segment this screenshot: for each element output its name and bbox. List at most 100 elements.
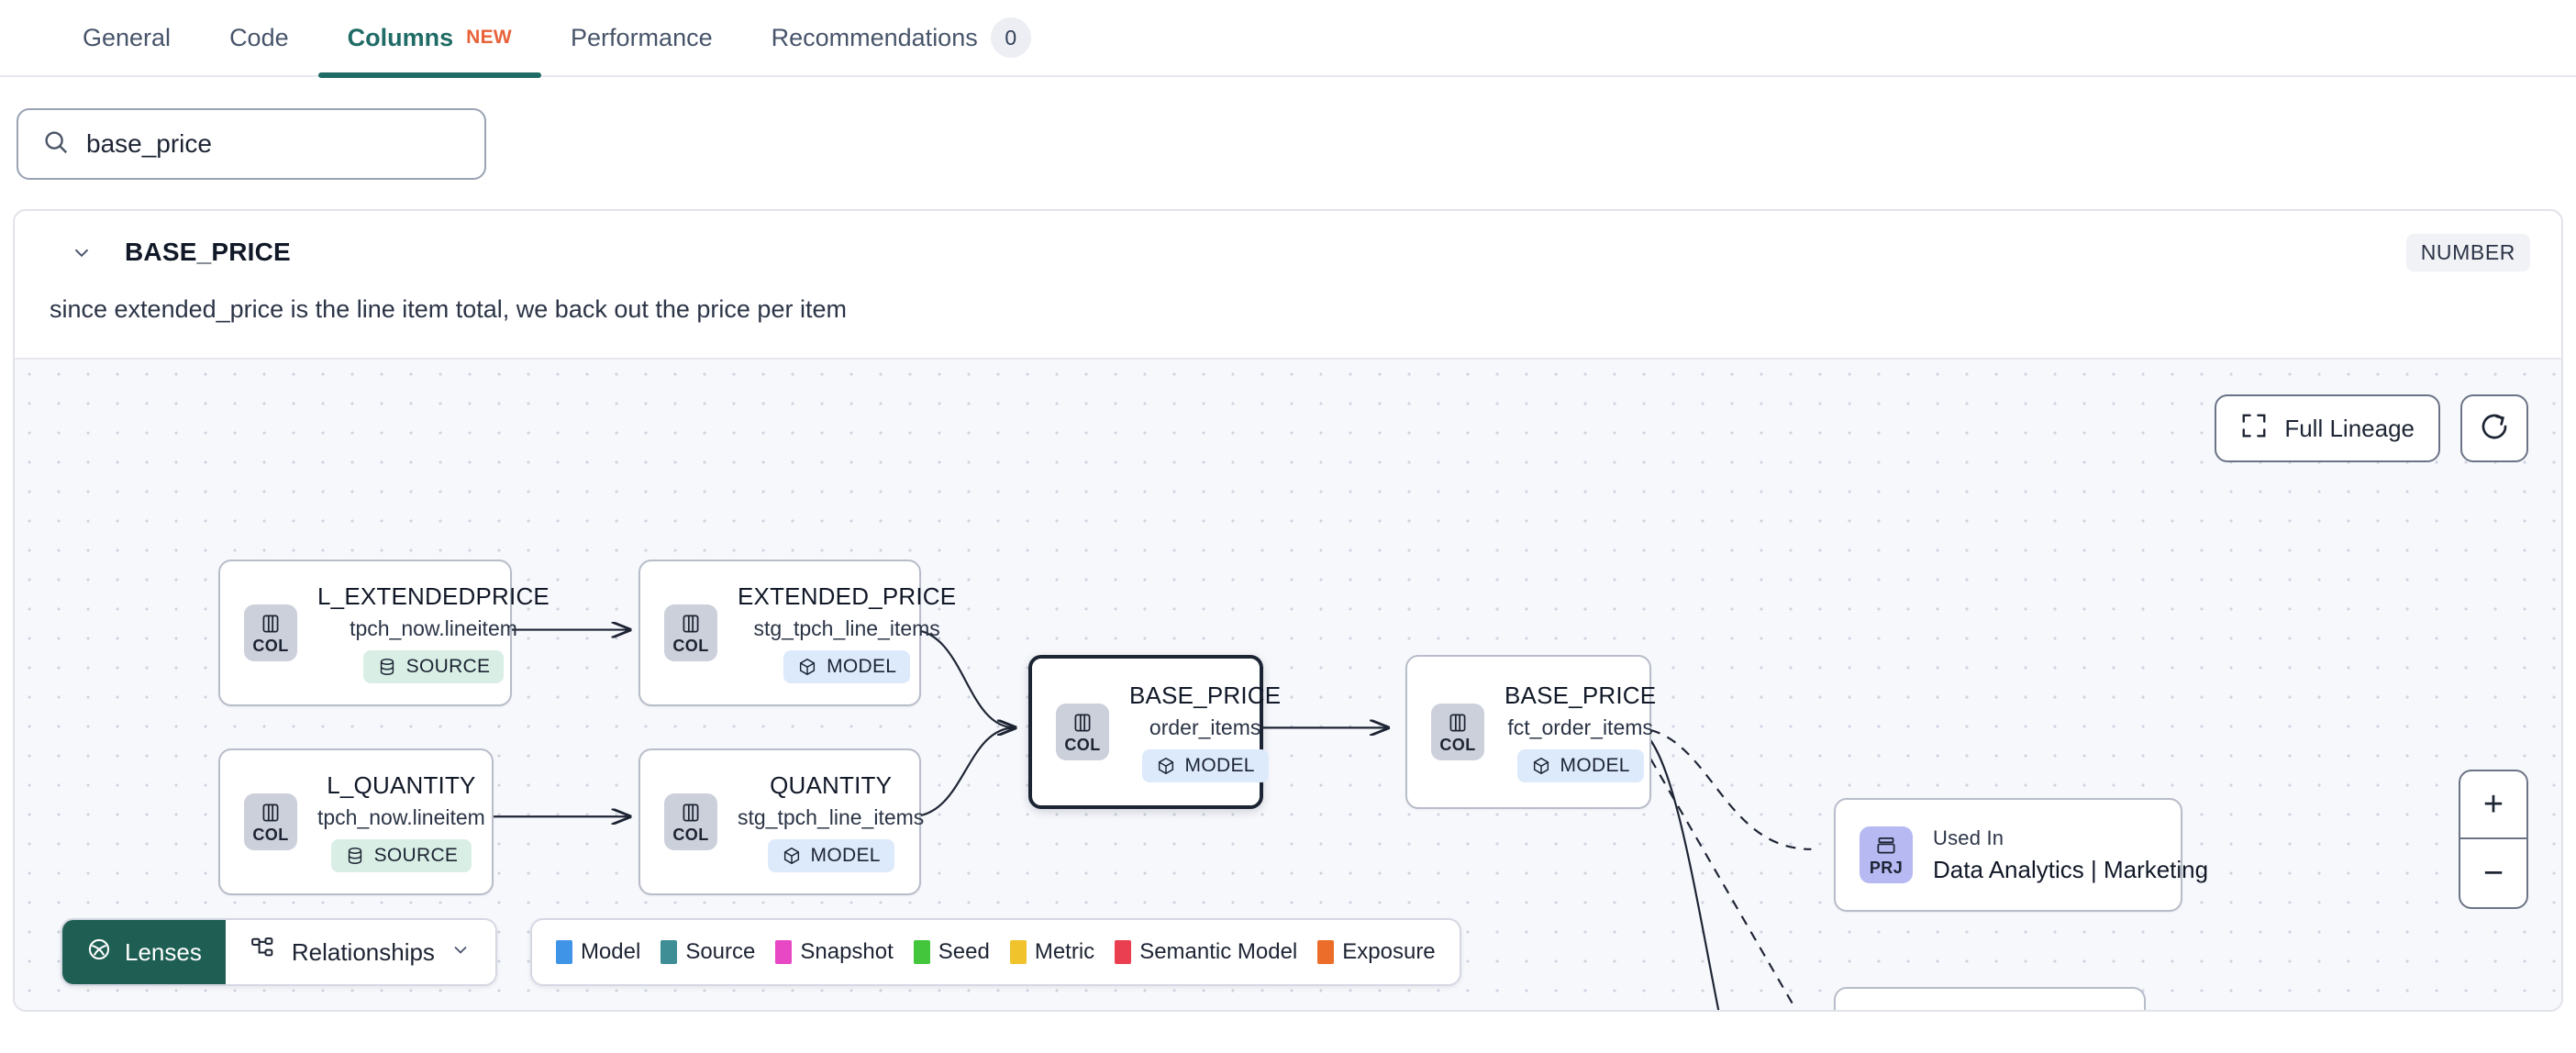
node-subtitle: tpch_now.lineitem	[317, 805, 485, 829]
node-type-badge-label: SOURCE	[405, 656, 491, 677]
node-subtitle: Data Analytics | Marketing	[1933, 855, 2209, 883]
relationships-label: Relationships	[291, 937, 435, 966]
node-kind-label: PRJ	[1869, 859, 1904, 877]
node-type-badge: MODEL	[783, 650, 911, 683]
node-type-badge: SOURCE	[362, 650, 505, 683]
legend-item-seed[interactable]: Seed	[913, 939, 990, 965]
column-description: since extended_price is the line item to…	[50, 295, 847, 323]
legend-swatch	[1317, 940, 1335, 964]
legend-item-snapshot[interactable]: Snapshot	[775, 939, 894, 965]
refresh-button[interactable]	[2460, 394, 2528, 462]
node-type-badge-label: SOURCE	[373, 845, 459, 866]
lenses-button[interactable]: Lenses	[62, 920, 226, 984]
node-type-badge: MODEL	[1516, 749, 1644, 782]
column-name: BASE_PRICE	[125, 238, 291, 266]
zoom-in-button[interactable]: +	[2460, 771, 2526, 839]
node-title: QUANTITY	[770, 771, 893, 799]
tab-new-badge: NEW	[466, 27, 513, 48]
lenses-group: Lenses Relationships	[61, 918, 497, 986]
legend-swatch	[661, 940, 678, 964]
zoom-controls: + −	[2459, 770, 2528, 909]
tab-label: General	[83, 23, 172, 51]
refresh-icon	[2479, 411, 2510, 447]
legend-label: Semantic Model	[1139, 939, 1298, 964]
search-input[interactable]	[86, 129, 461, 159]
legend-label: Snapshot	[800, 939, 894, 964]
tab-label: Performance	[571, 23, 713, 51]
project-icon: PRJ	[1860, 826, 1913, 883]
legend-swatch	[1115, 940, 1132, 964]
full-lineage-button[interactable]: Full Lineage	[2215, 394, 2440, 462]
tab-label: Columns	[347, 23, 454, 51]
search-box[interactable]	[17, 108, 486, 180]
node-subtitle: order_items	[1149, 715, 1261, 739]
legend-swatch	[1009, 940, 1027, 964]
lineage-bottom-controls: Lenses Relationships	[61, 918, 1461, 986]
node-kind-label: COL	[1064, 736, 1101, 754]
legend-item-metric[interactable]: Metric	[1009, 939, 1095, 965]
column-icon: COL	[664, 793, 717, 850]
legend-label: Model	[580, 939, 641, 964]
node-type-badge: MODEL	[1141, 749, 1269, 782]
legend-item-semantic-model[interactable]: Semantic Model	[1115, 939, 1297, 965]
search-icon	[42, 128, 70, 161]
chevron-down-icon[interactable]	[68, 238, 95, 266]
full-lineage-label: Full Lineage	[2284, 414, 2415, 442]
node-kind-label: COL	[672, 637, 709, 655]
search-area	[0, 77, 2576, 180]
tab-code[interactable]: Code	[200, 0, 318, 76]
tab-performance[interactable]: Performance	[541, 0, 742, 76]
tab-recommendations[interactable]: Recommendations 0	[742, 0, 1060, 76]
legend-label: Metric	[1034, 939, 1095, 964]
node-type-badge-label: MODEL	[810, 845, 881, 866]
tab-bar: General Code Columns NEW Performance Recommen…	[0, 0, 2576, 78]
zoom-out-button[interactable]: −	[2482, 853, 2504, 892]
legend-item-exposure[interactable]: Exposure	[1317, 939, 1436, 965]
legend-item-source[interactable]: Source	[661, 939, 755, 965]
tab-label: Recommendations	[771, 23, 978, 51]
node-type-badge: MODEL	[767, 839, 894, 872]
tab-count-badge: 0	[990, 17, 1031, 58]
legend-label: Exposure	[1342, 939, 1436, 964]
expand-icon	[2240, 412, 2268, 446]
node-title: BASE_PRICE	[1505, 682, 1657, 709]
chevron-down-icon	[450, 938, 472, 967]
node-title: L_QUANTITY	[327, 771, 476, 799]
relationships-icon	[250, 936, 277, 970]
node-kind-label: COL	[252, 637, 289, 655]
tab-general[interactable]: General	[53, 0, 200, 76]
lens-icon	[86, 937, 112, 969]
legend-item-model[interactable]: Model	[555, 939, 641, 965]
legend-label: Seed	[938, 939, 990, 964]
relationships-dropdown[interactable]: Relationships	[225, 920, 495, 984]
legend-swatch	[913, 940, 930, 964]
column-icon: COL	[664, 604, 717, 661]
node-title: L_EXTENDEDPRICE	[317, 582, 550, 610]
column-detail-card: BASE_PRICE NUMBER since extended_price i…	[13, 209, 2563, 1012]
column-header: BASE_PRICE NUMBER	[15, 224, 2561, 281]
node-subtitle: tpch_now.lineitem	[350, 616, 517, 640]
node-subtitle: stg_tpch_line_items	[753, 616, 940, 640]
node-type-badge-label: MODEL	[1560, 755, 1630, 776]
node-type-badge-label: MODEL	[1184, 755, 1255, 776]
tab-columns[interactable]: Columns NEW	[317, 0, 542, 78]
lenses-label: Lenses	[125, 937, 202, 966]
legend-label: Source	[685, 939, 756, 964]
node-subtitle: stg_tpch_line_items	[738, 805, 925, 829]
lineage-top-controls: Full Lineage	[2215, 394, 2528, 462]
